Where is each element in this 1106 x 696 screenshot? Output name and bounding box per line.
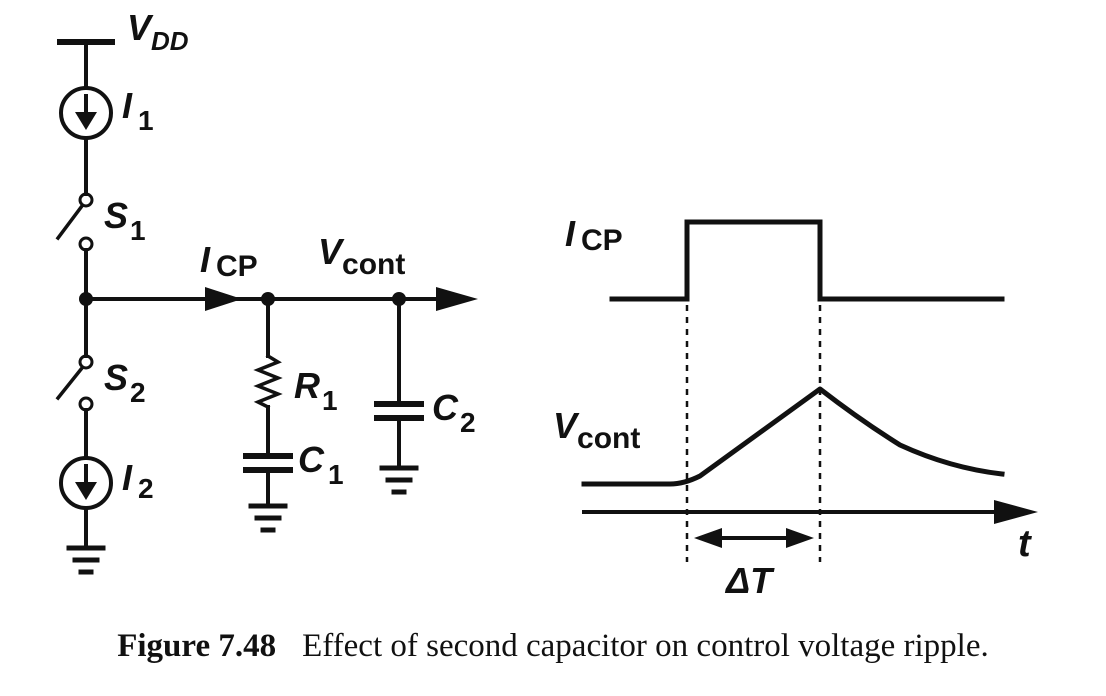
vcont-label: Vcont [318,231,405,281]
ground-c2 [379,465,419,495]
s2-label: S2 [104,357,146,408]
resistor-r1 [253,353,283,410]
vcont-ripple-waveform [581,386,1005,487]
capacitor-c1 [243,453,293,473]
capacitor-c2 [374,401,424,421]
s1-label: S1 [104,195,146,246]
switch-s1 [55,192,94,252]
icp-arrow [205,287,242,311]
vcont-wave-label: Vcont [553,405,640,455]
current-source-i1 [59,86,113,140]
icp-pulse-waveform [609,219,1005,302]
ground-i2 [66,545,106,575]
current-source-i2 [59,456,113,510]
c2-label: C2 [432,387,476,438]
time-axis-label: t [1018,523,1032,565]
r1-label: R1 [294,365,338,416]
figure-number: Figure 7.48 [117,628,277,664]
switch-s2 [55,354,94,412]
vdd-label: VDD [127,7,189,56]
figure-caption: Figure 7.48 Effect of second capacitor on… [0,628,1106,665]
time-axis-arrow [994,500,1038,524]
figure-caption-text: Effect of second capacitor on control vo… [302,628,989,664]
vcont-arrow [436,287,478,311]
ground-c1 [248,503,288,533]
delta-t-arrow [694,528,814,548]
delta-t-label: ΔT [724,560,775,601]
